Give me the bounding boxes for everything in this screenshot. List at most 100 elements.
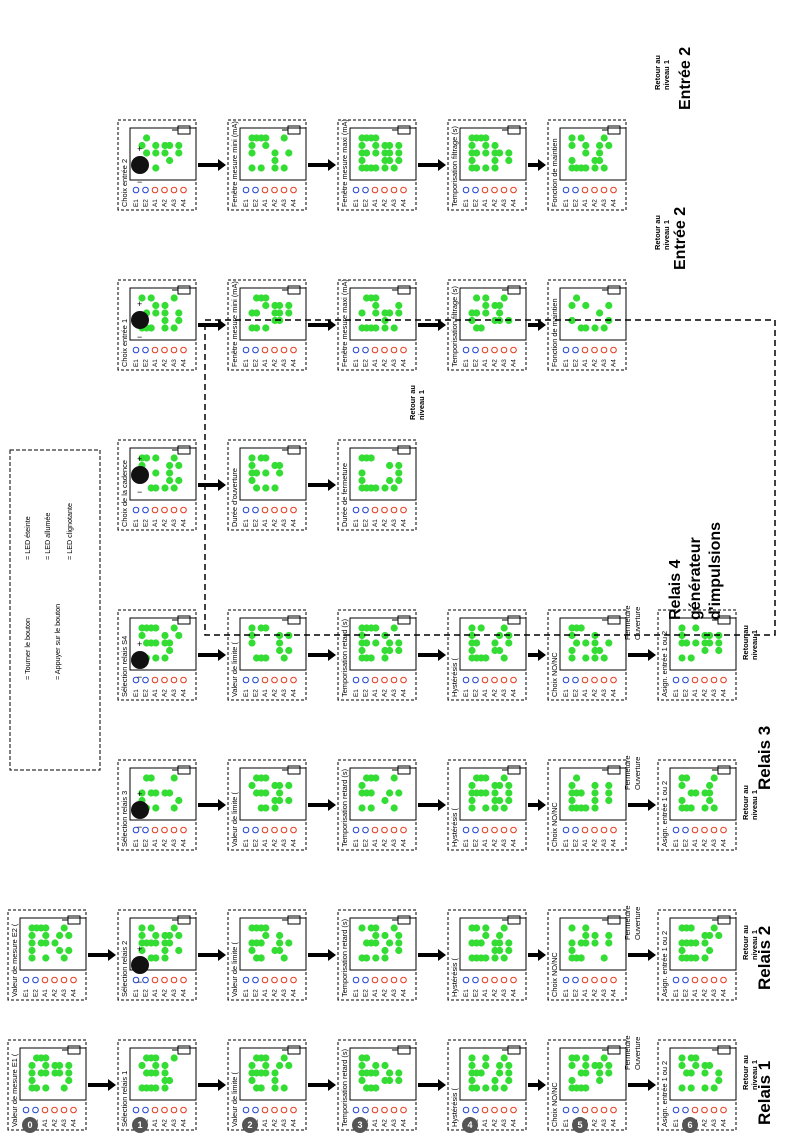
- led-indicator: [252, 1106, 259, 1114]
- press-button-icon: [392, 615, 411, 625]
- led-indicator: [252, 976, 259, 984]
- display-dot: [482, 654, 490, 662]
- display-dot: [285, 646, 293, 655]
- display-dot: [138, 924, 146, 932]
- led-label: A3: [61, 1119, 68, 1127]
- display-dot: [692, 639, 700, 647]
- display-dot: [372, 954, 380, 962]
- display-dot: [166, 931, 174, 940]
- led-label: E2: [573, 839, 580, 847]
- led-indicator: [22, 1106, 30, 1114]
- display-dot: [605, 781, 613, 790]
- display-dot: [505, 1069, 513, 1077]
- led-indicator: [271, 346, 278, 354]
- led-indicator: [572, 676, 579, 684]
- led-indicator: [161, 826, 168, 834]
- display-glyph: [358, 454, 403, 492]
- panel-title: Valeur de limite (: [230, 1072, 239, 1127]
- display-dot: [381, 946, 389, 955]
- display-dot: [161, 954, 169, 962]
- display-group: [129, 1047, 197, 1101]
- led-label: A3: [711, 1119, 718, 1127]
- press-button-icon: [602, 915, 621, 925]
- display-dot: [285, 1061, 293, 1070]
- legend-text: = LED clignotante: [65, 503, 74, 560]
- led-label: A4: [291, 199, 298, 207]
- legend-text: = LED éteinte: [23, 516, 32, 560]
- display-dot: [152, 149, 160, 157]
- led-label: A2: [382, 1119, 389, 1127]
- led-label: A2: [592, 1119, 599, 1127]
- led-label: A2: [592, 359, 599, 367]
- display-dot: [386, 1076, 394, 1085]
- led-indicator: [362, 1106, 369, 1114]
- display-glyph: [468, 134, 513, 172]
- display-dot: [496, 309, 504, 317]
- display-dot: [42, 1061, 50, 1070]
- display-group: [459, 917, 527, 971]
- display-group: [349, 767, 417, 821]
- display-dot: [468, 624, 476, 632]
- section-title-relais3: Relais 3: [755, 726, 774, 790]
- led-indicator: [510, 346, 517, 354]
- led-label: A3: [711, 689, 718, 697]
- led-indicator: [491, 826, 498, 834]
- led-label: A4: [721, 839, 728, 847]
- display-group: [349, 917, 417, 971]
- display-dot: [42, 1084, 50, 1092]
- led-label: E1: [133, 839, 140, 847]
- press-button-icon: [602, 125, 621, 135]
- led-label: E1: [353, 199, 360, 207]
- display-dot: [600, 954, 608, 962]
- display-dot: [482, 1054, 490, 1062]
- flow-arrow-head: [328, 799, 336, 811]
- display-dot: [482, 149, 490, 157]
- led-label: A2: [492, 1119, 499, 1127]
- display-group: [459, 127, 527, 181]
- led-indicator: [261, 186, 269, 194]
- panel-title: Fenêtre mesure maxi (mA): [340, 119, 349, 207]
- step-number-badge: [352, 1117, 368, 1133]
- led-indicator: [180, 186, 187, 194]
- display-dot: [390, 804, 398, 812]
- led-label: A1: [582, 839, 589, 847]
- display-dot: [386, 309, 394, 317]
- led-label: A2: [492, 989, 499, 997]
- display-dot: [276, 646, 284, 655]
- led-indicator: [252, 826, 259, 834]
- led-label: A3: [281, 689, 288, 697]
- display-dot: [253, 309, 261, 317]
- led-label: A4: [181, 519, 188, 527]
- led-indicator: [132, 826, 140, 834]
- display-dot: [170, 294, 178, 302]
- display-glyph: [468, 924, 513, 962]
- panel-title: Asign. entrée 1 ou 2: [660, 1061, 669, 1127]
- led-indicator: [691, 676, 699, 684]
- display-dot: [386, 156, 394, 165]
- display-dot: [372, 301, 380, 310]
- display-dot: [262, 804, 270, 812]
- led-label: E1: [133, 989, 140, 997]
- led-label: E1: [563, 689, 570, 697]
- display-dot: [138, 789, 146, 797]
- section-title-entree-b: Entrée 2: [677, 47, 694, 110]
- press-button-icon: [502, 125, 521, 135]
- led-indicator: [462, 676, 470, 684]
- display-dot: [568, 924, 576, 932]
- display-glyph: [358, 774, 403, 812]
- display-group: [349, 127, 417, 181]
- led-indicator: [562, 186, 570, 194]
- led-label: E2: [683, 989, 690, 997]
- display-dot: [147, 924, 155, 932]
- display-dot: [372, 931, 380, 940]
- led-label: E1: [133, 689, 140, 697]
- knob-plus: +: [137, 639, 142, 649]
- led-indicator: [280, 976, 288, 984]
- display-dot: [386, 939, 394, 947]
- led-indicator: [180, 676, 187, 684]
- led-label: A2: [382, 689, 389, 697]
